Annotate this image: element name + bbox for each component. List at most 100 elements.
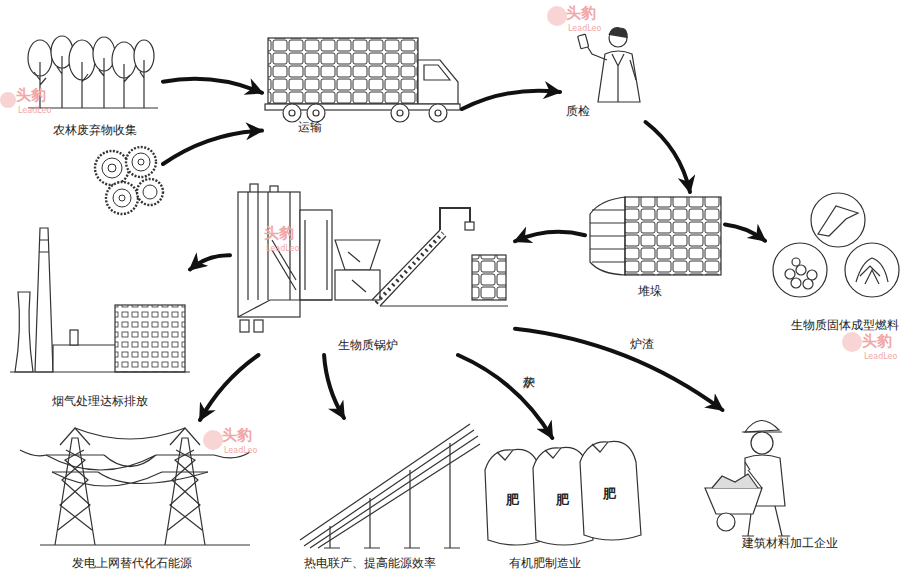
pipeline-illustration [300, 424, 480, 548]
transmission-tower-illustration [165, 438, 205, 545]
straw-bale-illustration [95, 151, 129, 185]
watermark: 头豹 [222, 428, 252, 443]
solid-fuel-illustration [773, 193, 899, 297]
inspector-illustration [612, 54, 624, 102]
straw-bale-illustration [106, 182, 138, 214]
boiler-illustration [238, 192, 300, 317]
flow-arrow [163, 131, 262, 164]
boiler-illustration [380, 305, 508, 306]
watermark: 头豹 [566, 6, 596, 21]
pipeline-illustration [300, 424, 480, 548]
chimney-illustration [70, 330, 78, 345]
truck-illustration [289, 110, 295, 116]
boiler-illustration [300, 210, 332, 300]
chimney-illustration [10, 228, 190, 372]
truck-illustration [307, 104, 325, 122]
flow-arrow [646, 122, 691, 192]
solid-fuel-illustration [818, 206, 858, 236]
flow-arrow [163, 79, 262, 93]
straw-bale-illustration [95, 147, 163, 214]
pipeline-illustration [330, 443, 450, 548]
truck-illustration [424, 65, 450, 80]
worker-illustration [705, 420, 790, 536]
straw-bale-illustration [108, 164, 116, 172]
watermark-logo [842, 332, 862, 352]
transmission-tower-illustration [58, 450, 92, 530]
flow-arrow [462, 91, 560, 109]
watermark: LeadLeo [18, 107, 51, 115]
boiler-illustration [238, 184, 508, 332]
straw-bale-illustration [119, 195, 125, 201]
process-node: 堆垛 [585, 192, 725, 300]
worker-illustration [745, 462, 762, 488]
flow-arrow [190, 255, 230, 269]
truck-illustration [418, 60, 458, 104]
inspector-illustration [609, 28, 627, 38]
edge-label: 炉渣 [630, 338, 654, 351]
bag-label: 肥 [506, 493, 519, 506]
process-node: 热电联产、提高能源效率 [290, 418, 470, 575]
worker-illustration [751, 432, 773, 454]
bag-label: 肥 [556, 493, 569, 506]
process-node: 运输 [262, 28, 462, 136]
node-caption: 农林废弃物收集 [53, 123, 137, 138]
transmission-tower-illustration [55, 438, 95, 545]
boiler-illustration [254, 320, 263, 332]
bale-stack-illustration [590, 197, 721, 275]
straw-bale-illustration [137, 179, 163, 205]
boiler-illustration [372, 230, 446, 306]
solid-fuel-illustration [856, 258, 888, 284]
chimney-illustration [15, 292, 33, 372]
watermark: 头豹 [862, 334, 892, 349]
solid-fuel-illustration [796, 265, 806, 275]
straw-bale-illustration [132, 153, 150, 171]
transmission-tower-illustration [20, 428, 250, 486]
truck-illustration [429, 104, 447, 122]
solid-fuel-illustration [803, 279, 813, 289]
tree-illustration [28, 36, 158, 108]
flow-arrow [515, 329, 723, 410]
worker-illustration [717, 513, 735, 531]
transmission-tower-illustration [20, 428, 250, 545]
straw-bale-illustration [143, 185, 157, 199]
truck-illustration [283, 104, 301, 122]
flow-arrow [515, 232, 585, 241]
process-node: 生物质固体成型燃料 [765, 190, 910, 335]
solid-fuel-illustration [773, 243, 827, 297]
boiler-illustration [238, 300, 332, 317]
fertilizer-bag-illustration [497, 442, 608, 460]
boiler-illustration [335, 240, 380, 270]
watermark: LeadLeo [266, 245, 299, 253]
solid-fuel-illustration [791, 278, 801, 288]
process-node: 质检 [560, 22, 655, 122]
watermark: 头豹 [264, 226, 294, 241]
node-caption: 堆垛 [638, 284, 662, 299]
inspector-illustration [630, 60, 636, 80]
chimney-illustration [39, 240, 49, 252]
boiler-illustration [376, 233, 443, 303]
watermark-logo [0, 92, 16, 108]
truck-illustration [397, 110, 403, 116]
straw-bale-illustration [138, 159, 144, 165]
node-caption: 建筑材料加工企业 [742, 536, 838, 551]
node-caption: 运输 [298, 120, 322, 135]
watermark-logo [547, 6, 567, 26]
worker-illustration [712, 474, 758, 488]
process-node: 建筑材料加工企业 [700, 410, 850, 560]
solid-fuel-illustration [785, 269, 795, 279]
solid-fuel-illustration [845, 243, 899, 297]
boiler-illustration [348, 252, 366, 292]
inspector-illustration [578, 28, 640, 102]
node-caption: 发电上网替代化石能源 [72, 556, 192, 571]
boiler-illustration [472, 255, 506, 300]
tree-illustration [34, 56, 144, 108]
inspector-illustration [578, 34, 589, 49]
solid-fuel-illustration [792, 258, 800, 266]
fertilizer-bag-illustration [485, 441, 641, 545]
watermark-logo [0, 6, 862, 450]
truck-illustration [313, 110, 319, 116]
bale-stack-illustration [625, 197, 721, 275]
watermark: LeadLeo [864, 353, 897, 361]
